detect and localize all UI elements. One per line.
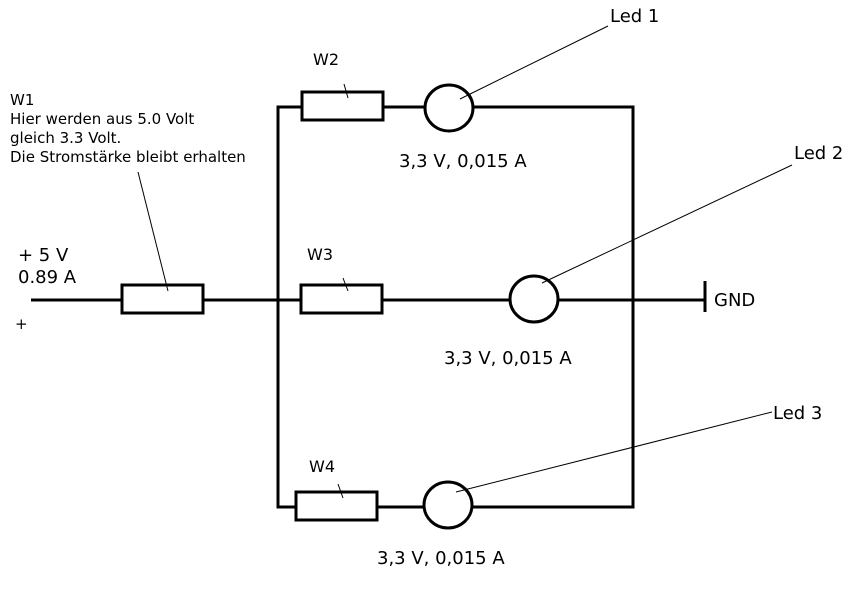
w1-label: W1 — [10, 91, 34, 109]
gnd-label: GND — [714, 290, 755, 311]
w4-leader — [337, 483, 344, 499]
w3-leader — [342, 277, 349, 292]
w2-label: W2 — [313, 50, 339, 69]
supply-current: 0.89 A — [18, 267, 77, 288]
w2-leader — [343, 83, 349, 99]
resistor-w2 — [300, 90, 385, 122]
resistor-w1 — [120, 283, 205, 315]
resistor-w3 — [299, 283, 384, 315]
w1-leader — [137, 171, 169, 292]
resistor-w4 — [294, 490, 379, 522]
led-3-rating: 3,3 V, 0,015 A — [377, 548, 505, 569]
led-1 — [423, 83, 475, 133]
supply-polarity: + — [15, 315, 28, 333]
led-2 — [508, 274, 560, 324]
led-3-label: Led 3 — [773, 403, 822, 424]
w3-label: W3 — [307, 245, 333, 264]
w1-note-line-1: Hier werden aus 5.0 Volt — [10, 110, 194, 128]
led-1-label: Led 1 — [610, 6, 659, 27]
led-2-rating: 3,3 V, 0,015 A — [444, 348, 572, 369]
supply-voltage: + 5 V — [18, 245, 69, 266]
led-3-leader — [455, 411, 773, 493]
led-2-leader — [541, 164, 793, 284]
led-2-label: Led 2 — [794, 143, 843, 164]
w4-label: W4 — [309, 457, 335, 476]
led-1-rating: 3,3 V, 0,015 A — [399, 151, 527, 172]
w1-note-line-2: gleich 3.3 Volt. — [10, 129, 121, 147]
led-1-leader — [459, 25, 609, 100]
w1-note-line-3: Die Stromstärke bleibt erhalten — [10, 148, 246, 166]
led-3 — [422, 480, 474, 530]
